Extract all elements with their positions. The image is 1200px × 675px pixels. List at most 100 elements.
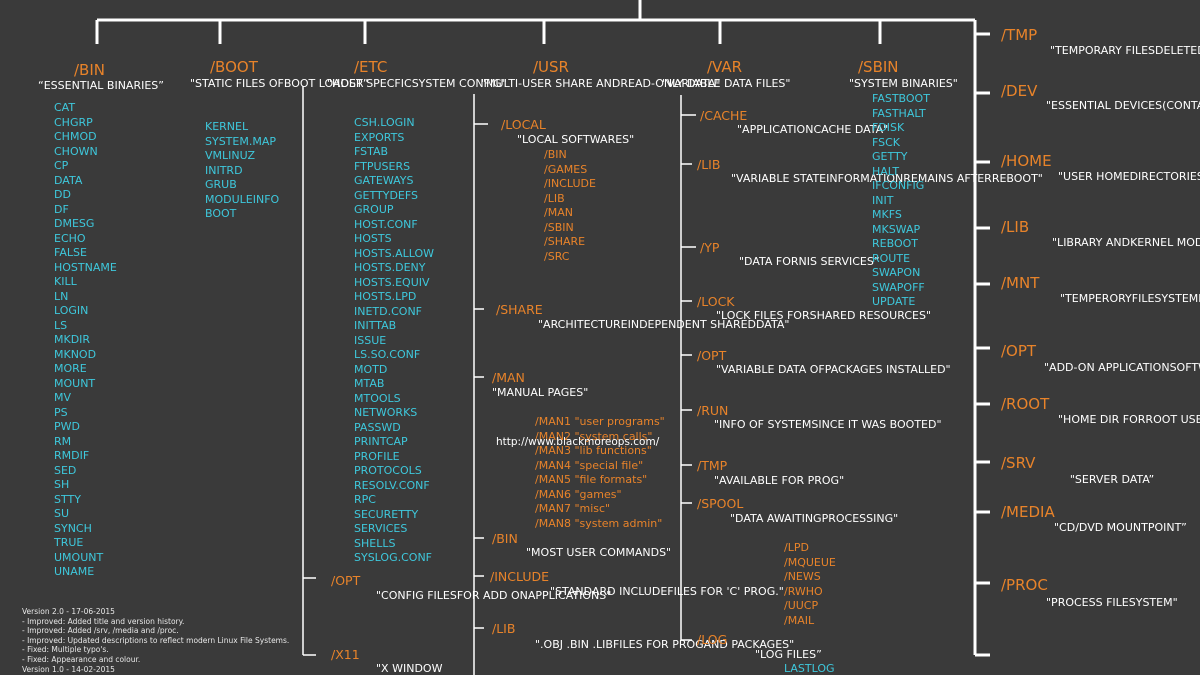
etc-file-list-item: FSTAB — [354, 145, 389, 158]
var-opt-description-item: PACKAGES INSTALLED" — [824, 363, 951, 376]
usr-description-item: READ-ONLY DATA" — [620, 77, 721, 90]
bin-file-list-item: CHGRP — [54, 115, 93, 129]
etc-description-item: SYSTEM CONFIG" — [411, 77, 507, 90]
sbin-file-list-item: SWAPON — [872, 266, 921, 279]
boot-description: "STATIC FILES OFBOOT LOADER” — [190, 77, 369, 92]
version-notes-item: - Fixed: Multiple typo's. — [22, 645, 109, 655]
bin-file-list-item: SYNCH — [54, 521, 92, 535]
bin-file-list-item: MV — [54, 391, 72, 404]
usr-lib-description: ".OBJ .BIN .LIBFILES FOR PROGAND PACKAGE… — [535, 638, 794, 653]
var-opt-description-item: "VARIABLE DATA OF — [716, 363, 825, 376]
usr-local-description: "LOCAL SOFTWARES" — [517, 133, 635, 146]
right-media-description-item: "CD/DVD MOUNT — [1054, 521, 1148, 534]
etc-x11-description: "X WINDOW — [376, 662, 442, 675]
right-tmp-description-item: "TEMPORARY FILES — [1050, 44, 1156, 57]
var-spool-list-item: /LPD — [784, 541, 809, 554]
etc-file-list-item: MTOOLS — [354, 391, 401, 405]
sbin-file-list-item: GETTY — [872, 150, 908, 163]
bin-file-list-item: LOGIN — [54, 304, 89, 317]
right-mnt-description-item: "TEMPERORY — [1060, 292, 1132, 305]
var-run-description-item: SINCE IT WAS BOOTED" — [811, 418, 942, 431]
var-log-description: "LOG FILES” — [755, 648, 822, 661]
etc-x11-label: /X11 — [331, 647, 360, 662]
version-notes: Version 2.0 - 17-06-2015- Improved: Adde… — [22, 607, 289, 674]
var-spool-list-item: /MQUEUE — [784, 555, 836, 569]
usr-local-list-item: /BIN — [544, 148, 567, 161]
right-opt-label: /OPT — [1001, 342, 1037, 360]
etc-description: "HOST SPECFICSYSTEM CONFIG" — [327, 77, 507, 92]
boot-file-list-item: INITRD — [205, 163, 243, 177]
version-notes-item: - Improved: Updated descriptions to refl… — [22, 635, 290, 645]
usr-man-list-item: /MAN6 "games" — [535, 487, 622, 501]
etc-opt-description-item: FOR ADD ON — [456, 589, 528, 602]
bin-file-list-item: MKDIR — [54, 333, 91, 346]
var-log-list-item: LASTLOG — [784, 662, 835, 675]
bin-file-list-item: CHOWN — [54, 144, 98, 158]
usr-man-description: "MANUAL PAGES" — [492, 386, 589, 399]
boot-description-item: "STATIC FILES OF — [190, 77, 284, 90]
bin-file-list-item: SU — [54, 507, 70, 520]
var-spool-description-item: PROCESSING" — [821, 512, 899, 525]
usr-local-list-item: /LIB — [544, 191, 565, 205]
usr-man-list-item: /MAN8 "system admin" — [535, 516, 663, 530]
usr-man-list-item: /MAN1 "user programs" — [535, 415, 665, 428]
usr-share-label: /SHARE — [496, 302, 543, 317]
bin-header: /BIN — [74, 61, 105, 79]
right-dev-description-item: (CONTAINS MAKEDEV)" — [1162, 99, 1200, 112]
right-media-description-item: POINT” — [1147, 521, 1187, 534]
var-description: "VARIABLE DATA FILES" — [662, 77, 791, 90]
right-tmp-description: "TEMPORARY FILESDELETED ON BOOTUP" — [1050, 44, 1200, 59]
usr-share-description: "ARCHITECTUREINDEPENDENT SHAREDDATA" — [538, 318, 789, 333]
boot-file-list-item: VMLINUZ — [205, 149, 256, 162]
etc-file-list-item: PASSWD — [354, 420, 401, 434]
bin-file-list-item: HOSTNAME — [54, 260, 117, 274]
bin-file-list-item: SH — [54, 478, 70, 491]
sbin-file-list-item: UPDATE — [872, 295, 916, 308]
right-proc-description: "PROCESS FILESYSTEM" — [1046, 596, 1178, 611]
right-opt-description-item: SOFTWARE" — [1169, 361, 1200, 374]
var-lib-description-item: REMAINS AFTER — [903, 172, 992, 185]
etc-file-list-item: RESOLV.CONF — [354, 478, 430, 492]
bin-file-list-item: KILL — [54, 275, 77, 288]
var-spool-list-item: /UUCP — [784, 599, 819, 612]
etc-header: /ETC — [354, 58, 388, 76]
var-spool-description-item: "DATA AWAITING — [730, 512, 822, 525]
var-lock-description-item: SHARED RESOURCES" — [809, 309, 932, 322]
boot-file-list-item: MODULEINFO — [205, 192, 280, 206]
bin-file-list-item: CP — [54, 159, 69, 172]
usr-man-list-item: /MAN2 "system calls" — [535, 429, 653, 443]
var-spool-list-item: /NEWS — [784, 570, 821, 583]
var-spool-list-item: /MAIL — [784, 613, 815, 627]
etc-description-item: "HOST SPECFIC — [327, 77, 412, 90]
bin-file-list-item: STTY — [54, 492, 81, 506]
etc-file-list-item: NETWORKS — [354, 406, 418, 419]
version-notes-item: - Improved: Added title and version hist… — [22, 616, 185, 626]
bin-file-list-item: ECHO — [54, 231, 86, 245]
sbin-file-list-item: SWAPOFF — [872, 280, 925, 294]
sbin-file-list-item: INIT — [872, 193, 894, 207]
var-yp-label: /YP — [700, 240, 720, 255]
sbin-file-list-item: FASTHALT — [872, 106, 926, 120]
etc-opt-description-item: "CONFIG FILES — [376, 589, 457, 602]
usr-lib-description-item: AND PACKAGES" — [703, 638, 795, 651]
bin-file-list-item: LS — [54, 318, 68, 332]
version-notes-item: - Improved: Added /srv, /media and /proc… — [22, 626, 179, 636]
etc-file-list-item: HOSTS — [354, 232, 392, 245]
right-home-description-item: "USER HOME — [1058, 170, 1130, 183]
usr-man-list-item: /MAN7 "misc" — [535, 502, 611, 515]
bin-file-list-item: TRUE — [54, 536, 84, 549]
sbin-file-list-item: FDISK — [872, 121, 905, 134]
var-lock-description: "LOCK FILES FORSHARED RESOURCES" — [716, 309, 931, 324]
right-mnt-label: /MNT — [1001, 274, 1040, 292]
etc-file-list-item: PROTOCOLS — [354, 464, 422, 477]
etc-file-list-item: FTPUSERS — [354, 159, 411, 173]
var-run-label: /RUN — [697, 403, 729, 418]
right-srv-description-item: "SERVER DATA” — [1069, 473, 1155, 486]
var-cache-description-item: CACHE DATA" — [813, 123, 889, 136]
version-notes-item: - Fixed: Appearance and colour. — [22, 654, 141, 664]
var-lib-label: /LIB — [697, 157, 721, 172]
right-srv-label: /SRV — [1001, 454, 1036, 472]
usr-share-description-item: DATA" — [756, 318, 790, 331]
etc-file-list-item: HOSTS.ALLOW — [354, 246, 435, 260]
